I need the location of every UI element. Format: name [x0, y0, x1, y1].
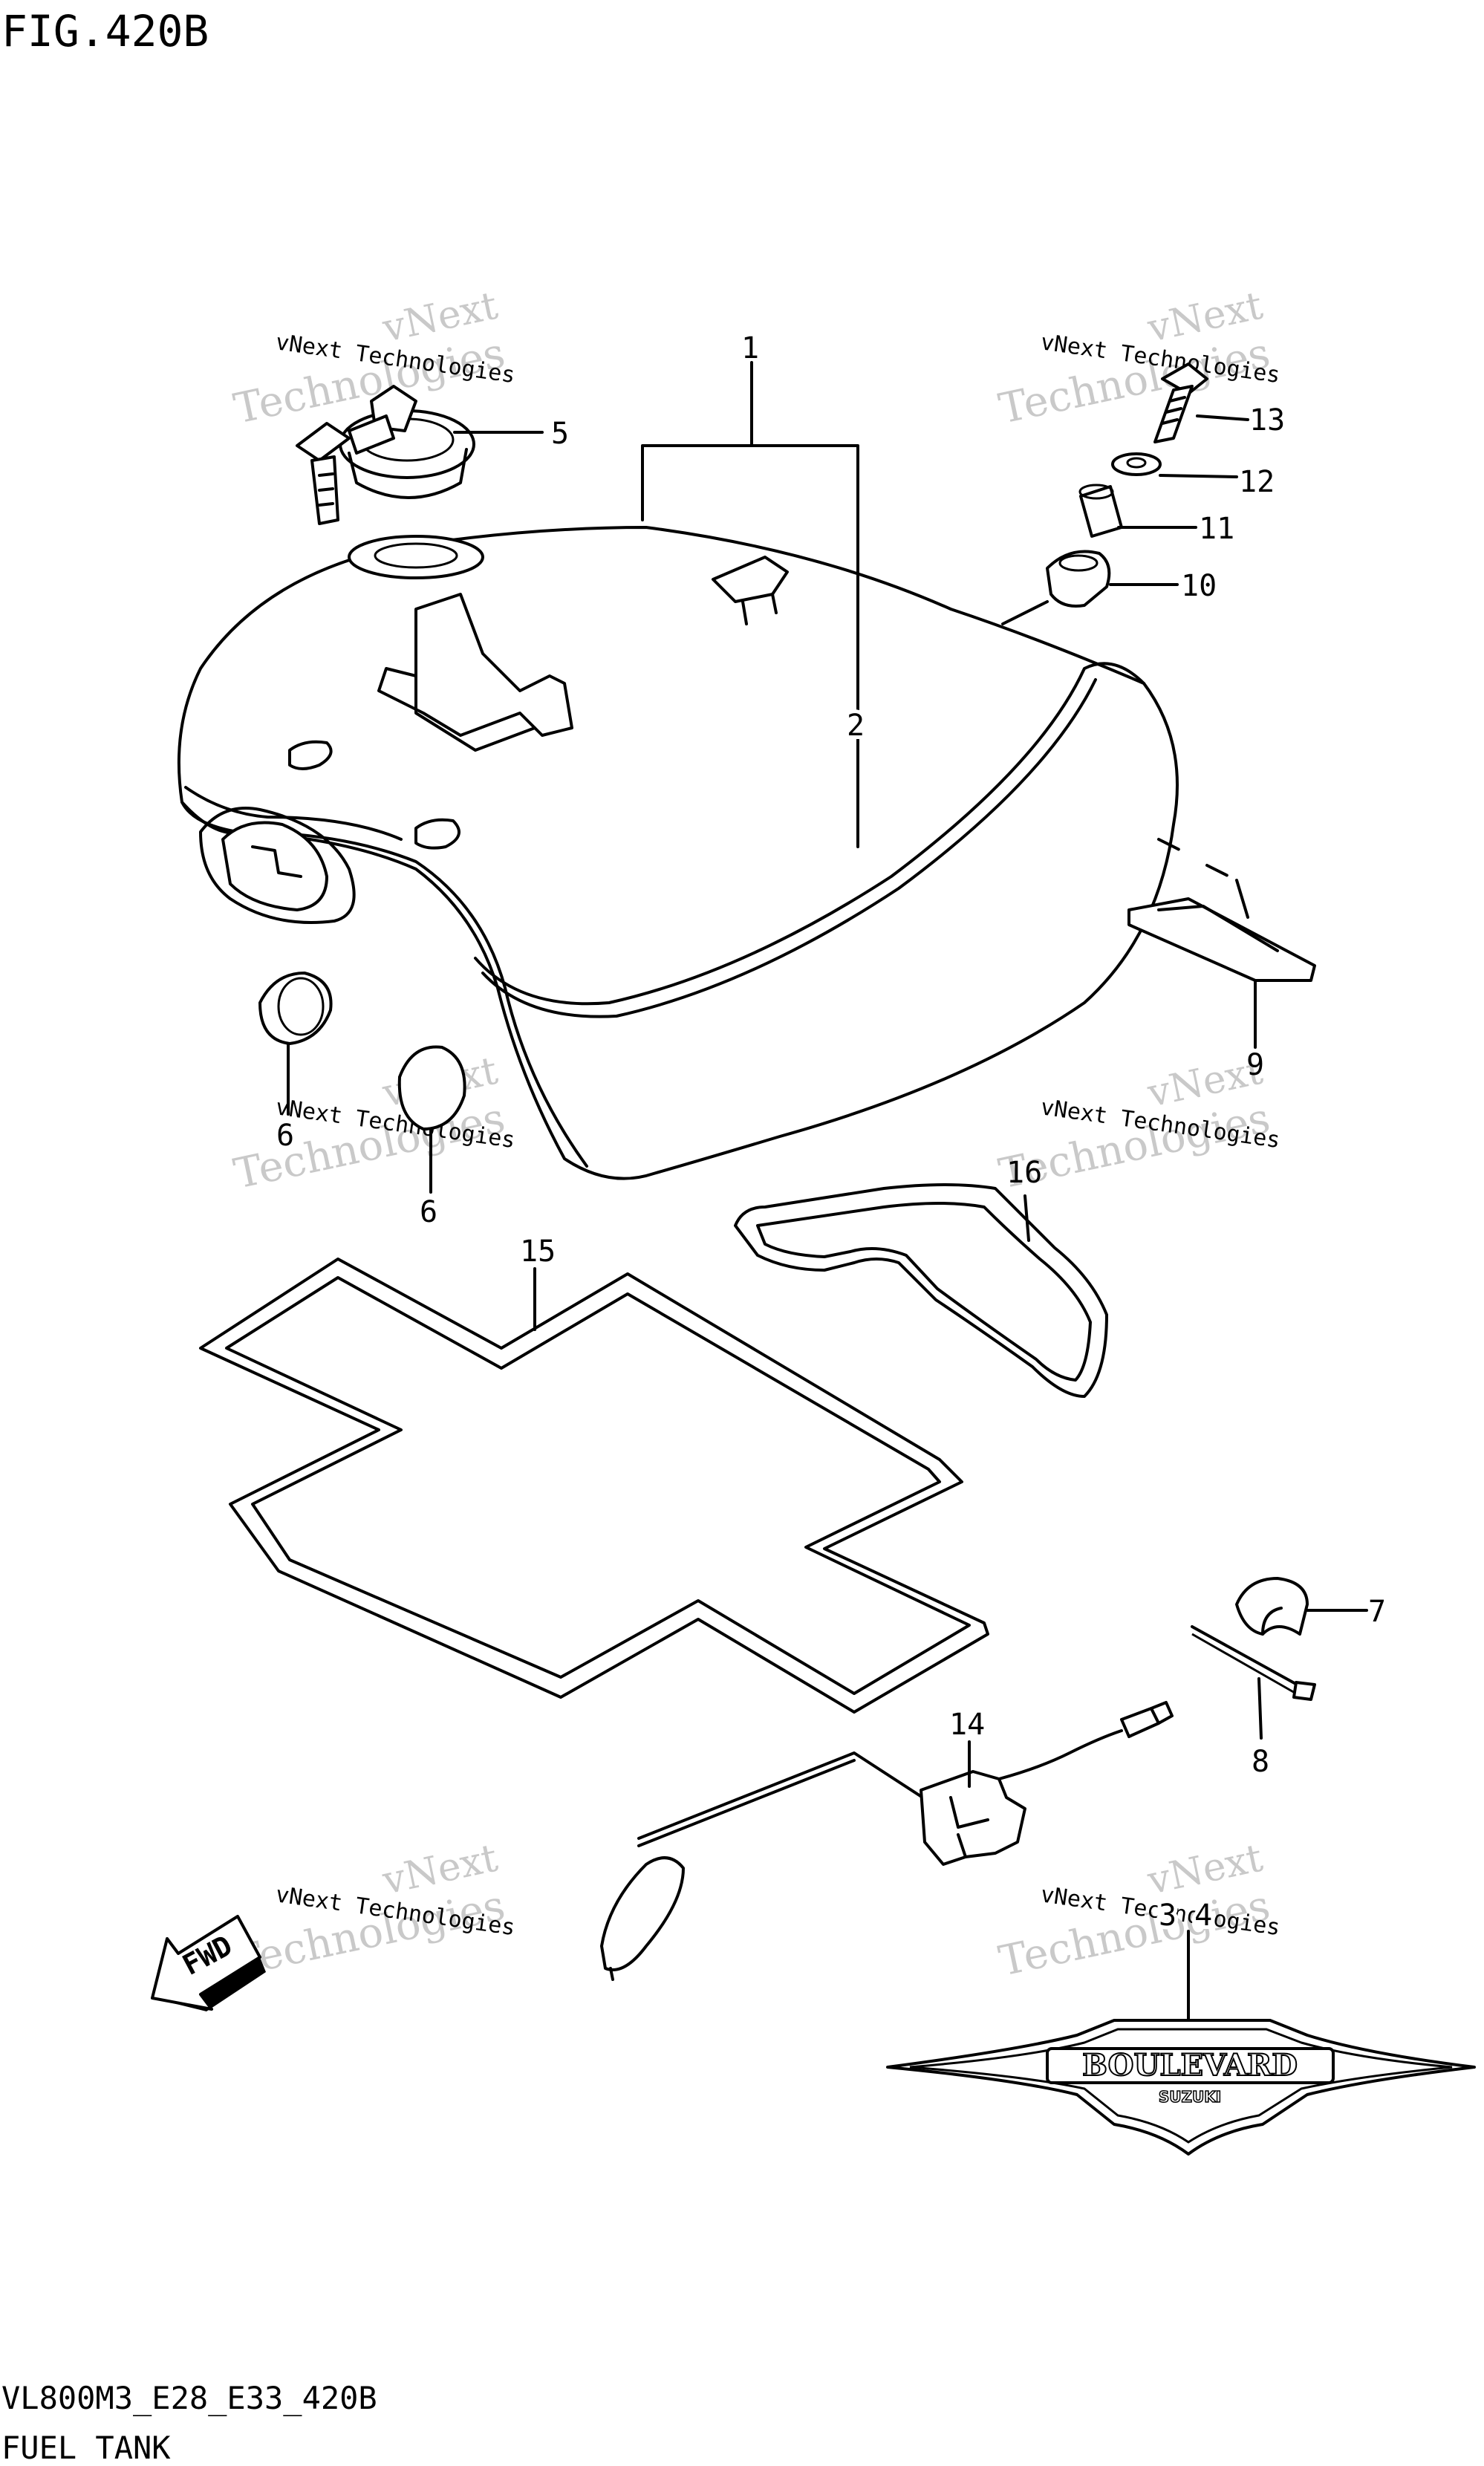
gasket-15: [199, 1258, 989, 1714]
callout-3-4: 3 4: [1159, 1899, 1212, 1933]
callout-1: 1: [741, 331, 759, 365]
watermark: vNext Technologies vNext Technologies: [230, 284, 516, 434]
callout-9: 9: [1246, 1048, 1264, 1082]
rear-bracket: [1127, 838, 1316, 1049]
emblem-boulevard: BOULEVARD SUZUKI: [886, 1930, 1476, 2156]
cable-tie-8: [1191, 1625, 1316, 1740]
callout-6b: 6: [420, 1195, 437, 1229]
callout-7: 7: [1368, 1595, 1386, 1629]
watermark: vNext Technologies vNext Technologies: [230, 1049, 516, 1199]
fwd-arrow-icon: FWD: [151, 1915, 266, 2011]
callout-10: 10: [1181, 569, 1217, 603]
figure-title: FIG.420B: [1, 6, 209, 56]
rubber-cap-left: [258, 972, 333, 1116]
watermark: vNext Technologies vNext Technologies: [230, 1836, 516, 1986]
callout-8: 8: [1252, 1745, 1269, 1779]
emblem-subtext: SUZUKI: [1159, 2088, 1221, 2106]
watermark: vNext Technologies vNext Technologies: [995, 1836, 1281, 1986]
figure-caption: FUEL TANK: [1, 2430, 171, 2466]
callout-16: 16: [1006, 1156, 1042, 1190]
leader-tank-to-hardware: [1001, 600, 1049, 625]
callout-12: 12: [1239, 465, 1275, 499]
callout-14: 14: [949, 1708, 985, 1742]
callout-2: 2: [847, 709, 865, 743]
callout-13: 13: [1249, 403, 1285, 437]
callout-15: 15: [520, 1234, 556, 1269]
seal-16: [734, 1183, 1108, 1398]
fuel-level-sender-14: [600, 1701, 1174, 1981]
fuel-cap-with-key: [296, 385, 475, 525]
clamp-7: [1235, 1577, 1368, 1636]
emblem-text: BOULEVARD: [1082, 2048, 1298, 2083]
rubber-cap-right: [397, 1045, 466, 1194]
leader-1-2: [641, 361, 859, 848]
mounting-hardware: [1046, 362, 1249, 608]
watermark: vNext Technologies vNext Technologies: [995, 284, 1281, 434]
fuel-tank: [177, 526, 1179, 1180]
model-code: VL800M3_E28_E33_420B: [1, 2380, 377, 2416]
callout-6a: 6: [276, 1119, 294, 1153]
callout-11: 11: [1199, 512, 1234, 546]
callout-5: 5: [551, 417, 569, 451]
